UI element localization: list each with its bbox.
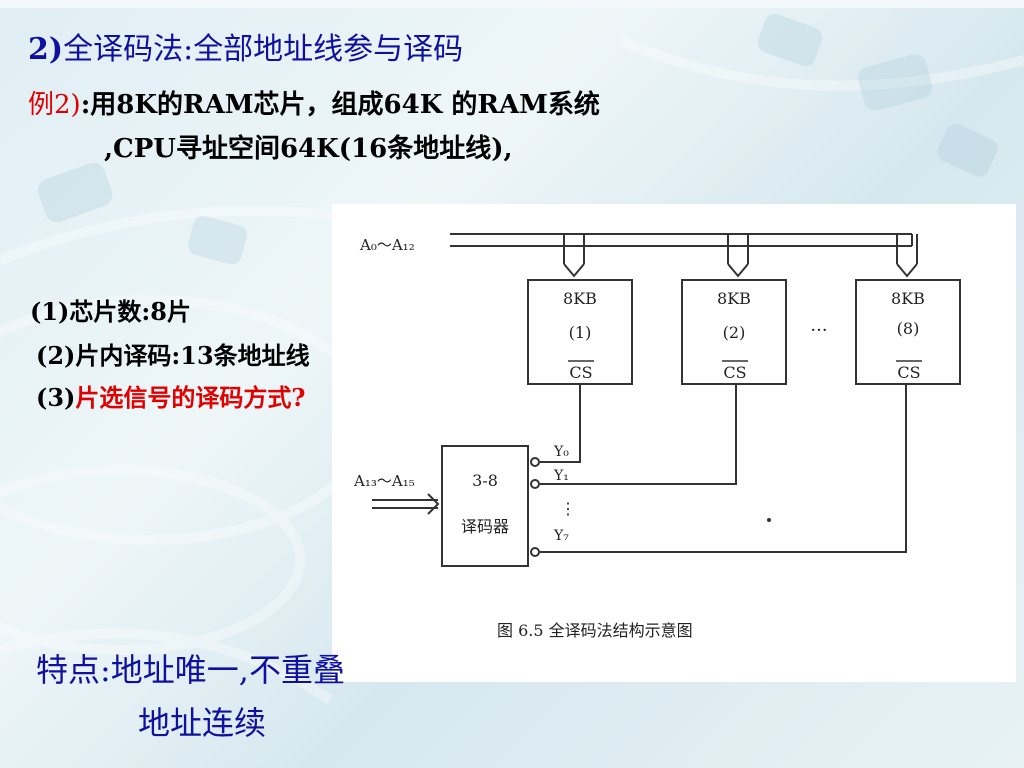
decoder-label-top: 3-8 (472, 471, 498, 490)
title-main: 全译码法: (63, 32, 194, 67)
feature-line-2: 地址连续 (138, 704, 267, 742)
title-prefix: 2) (28, 32, 64, 67)
point-3-label: (3) (36, 383, 76, 412)
chip-8-index: (8) (897, 319, 920, 338)
high-address-label: A₁₃～A₁₅ (353, 472, 415, 490)
title-rest: 全部地址线参与译码 (193, 32, 464, 67)
point-2-label: (2) (36, 341, 76, 370)
chip-1-cs: CS (569, 363, 592, 382)
chip-1-index: (1) (569, 323, 592, 342)
diagram-drawing: A₀～A₁₂ A₁₃～A₁₅ 3-8 译码器 8KB (1) CS 8KB (2… (353, 233, 961, 640)
chip-8-cs: CS (897, 363, 920, 382)
output-y7: Y₇ (553, 528, 569, 544)
point-1-label: (1) (30, 297, 70, 326)
example-label: 例2) (28, 90, 81, 120)
feature-line-1: 特点:地址唯一,不重叠 (36, 651, 345, 689)
address-bus-label: A₀～A₁₂ (359, 236, 415, 254)
chip-1-size: 8KB (563, 289, 597, 308)
output-y0: Y₀ (553, 444, 569, 460)
example-text-1: :用8K的RAM芯片，组成64K 的RAM系统 (80, 90, 600, 120)
decoder-diagram: A₀～A₁₂ A₁₃～A₁₅ 3-8 译码器 8KB (1) CS 8KB (2… (332, 204, 1016, 682)
point-2: (2)片内译码:13条地址线 (36, 336, 310, 371)
point-3: (3)片选信号的译码方式? (36, 378, 305, 413)
chip-2-index: (2) (723, 323, 746, 342)
point-3-text: 片选信号的译码方式? (75, 383, 306, 412)
point-1-text: 芯片数:8片 (69, 297, 191, 326)
example-text-2: ,CPU寻址空间64K(16条地址线), (104, 134, 513, 164)
decoder-label-bottom: 译码器 (461, 517, 509, 536)
point-2-text: 片内译码:13条地址线 (75, 341, 310, 370)
output-y1: Y₁ (553, 468, 569, 484)
chip-ellipsis: ··· (810, 320, 827, 341)
chip-2-size: 8KB (717, 289, 751, 308)
output-dots: ⋮ (560, 499, 576, 518)
chip-2-cs: CS (723, 363, 746, 382)
point-1: (1)芯片数:8片 (30, 292, 191, 327)
example-line-2: ,CPU寻址空间64K(16条地址线), (104, 128, 513, 165)
figure-caption: 图 6.5 全译码法结构示意图 (497, 621, 693, 640)
top-band (0, 0, 1024, 8)
example-line-1: 例2):用8K的RAM芯片，组成64K 的RAM系统 (28, 84, 600, 121)
chip-8-size: 8KB (891, 289, 925, 308)
slide-title: 2)全译码法:全部地址线参与译码 (28, 24, 463, 68)
